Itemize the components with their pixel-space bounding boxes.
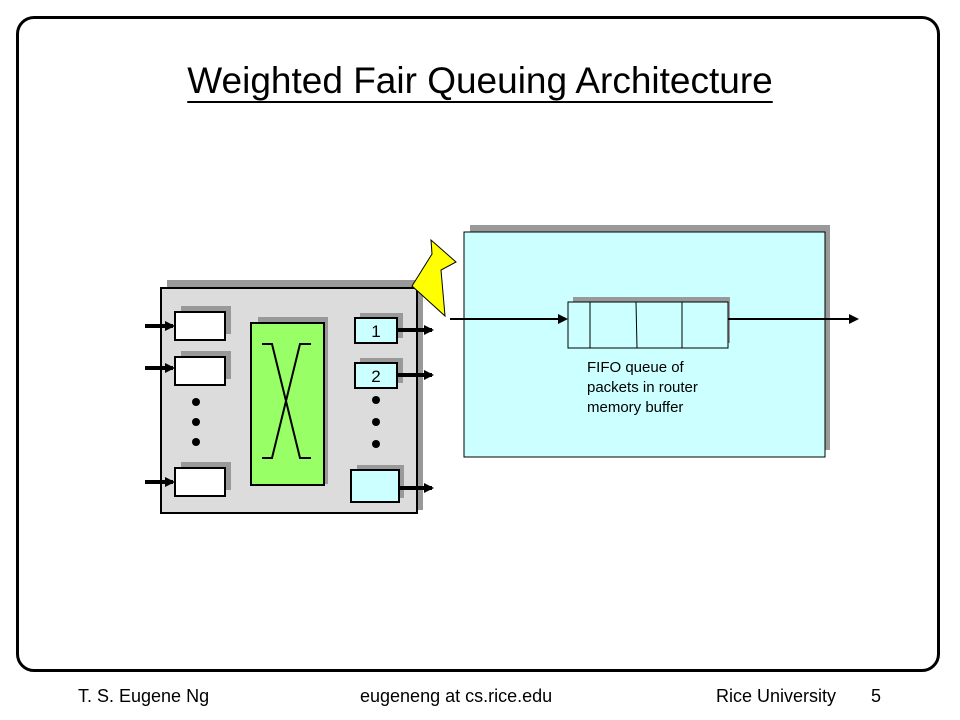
- output-port-n: [350, 465, 404, 503]
- input-port-n: [174, 462, 231, 497]
- output-port-1: [354, 313, 403, 344]
- fifo-queue: [567, 297, 730, 349]
- output-ellipsis: [372, 396, 380, 448]
- slide-title: Weighted Fair Queuing Architecture: [187, 60, 773, 101]
- input-port-2: [174, 351, 231, 386]
- output-port-2: [354, 358, 403, 389]
- crossbar-icon: [262, 343, 311, 459]
- output-port-1-label: 1: [371, 322, 380, 341]
- footer-author: T. S. Eugene Ng: [78, 686, 210, 706]
- queue-label: FIFO queue of packets in router memory b…: [587, 359, 698, 416]
- footer-email: eugeneng at cs.rice.edu: [360, 686, 553, 706]
- input-ellipsis: [192, 398, 200, 446]
- footer-page-number: 5: [871, 686, 882, 706]
- input-port-1: [174, 306, 231, 341]
- footer-institution: Rice University: [716, 686, 837, 706]
- zoom-pointer: [411, 238, 457, 318]
- switch-fabric: [250, 317, 328, 486]
- output-port-2-label: 2: [371, 367, 380, 386]
